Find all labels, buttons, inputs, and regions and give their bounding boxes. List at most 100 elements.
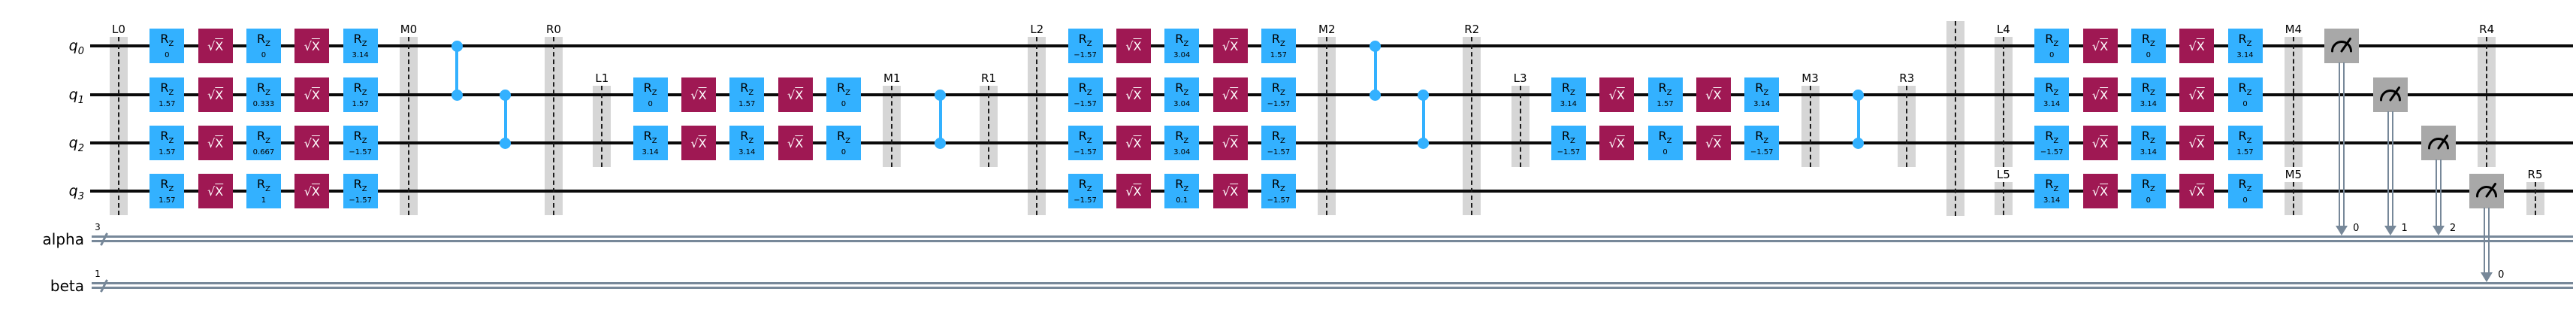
cz-control-dot bbox=[1853, 137, 1865, 149]
rz-letter: R bbox=[160, 128, 169, 143]
sqrt-x-gate-symbol: √X bbox=[2189, 137, 2205, 150]
cz-control-dot bbox=[451, 40, 463, 52]
barrier-dashed-line bbox=[118, 37, 119, 215]
rz-subscript: Z bbox=[1666, 89, 1672, 98]
rz-letter: R bbox=[1561, 80, 1571, 95]
sqrt-x-gate: √X bbox=[2179, 174, 2215, 208]
rz-angle-value: 0 bbox=[2049, 51, 2055, 60]
rz-subscript: Z bbox=[2149, 40, 2155, 49]
rz-subscript: Z bbox=[1763, 137, 1769, 146]
sqrt-argument: X bbox=[1713, 87, 1722, 102]
rz-letter: R bbox=[256, 80, 266, 95]
rz-angle-value: 3.14 bbox=[2140, 148, 2157, 157]
sqrt-x-gate-symbol: √X bbox=[304, 137, 320, 150]
sqrt-x-gate-symbol: √X bbox=[1125, 40, 1141, 53]
rz-gate-symbol: RZ bbox=[1272, 178, 1285, 196]
sqrt-argument: X bbox=[311, 87, 320, 102]
measure-gate bbox=[2420, 126, 2456, 160]
sqrt-x-gate: √X bbox=[2179, 29, 2215, 63]
barrier-label-M0: M0 bbox=[400, 23, 418, 36]
rz-subscript: Z bbox=[2053, 137, 2059, 146]
rz-angle-value: 3.14 bbox=[2236, 51, 2254, 60]
rz-angle-value: 0.333 bbox=[252, 100, 275, 109]
sqrt-sign: √ bbox=[304, 38, 312, 53]
measure-arrow-head bbox=[2481, 272, 2493, 282]
barrier-label-L2: L2 bbox=[1030, 23, 1044, 36]
sqrt-x-gate: √X bbox=[198, 29, 233, 63]
barrier-label-R5: R5 bbox=[2527, 168, 2543, 181]
rz-angle-value: 0 bbox=[2146, 196, 2152, 205]
rz-subscript: Z bbox=[1086, 40, 1092, 49]
sqrt-x-gate: √X bbox=[1696, 126, 1731, 160]
measure-gauge-icon bbox=[2331, 38, 2353, 53]
barrier-label-M3: M3 bbox=[1801, 71, 1819, 85]
rz-letter: R bbox=[1561, 128, 1571, 143]
rz-subscript: Z bbox=[361, 185, 367, 194]
rz-gate-symbol: RZ bbox=[2045, 178, 2058, 196]
rz-letter: R bbox=[1078, 80, 1087, 95]
rz-angle-value: 1.57 bbox=[1656, 100, 1674, 109]
rz-letter: R bbox=[2238, 31, 2247, 46]
sqrt-sign: √ bbox=[1222, 87, 1231, 102]
rz-gate-symbol: RZ bbox=[257, 81, 270, 99]
rz-gate-symbol: RZ bbox=[1175, 178, 1188, 196]
sqrt-sign: √ bbox=[2188, 135, 2197, 150]
sqrt-x-gate-symbol: √X bbox=[304, 89, 320, 102]
sqrt-x-gate: √X bbox=[1213, 126, 1248, 160]
rz-subscript: Z bbox=[2149, 137, 2155, 146]
rz-angle-value: 3.14 bbox=[2043, 196, 2061, 205]
rz-gate-symbol: RZ bbox=[740, 81, 753, 99]
sqrt-x-gate: √X bbox=[198, 126, 233, 160]
rz-angle-value: 1.57 bbox=[159, 100, 176, 109]
rz-subscript: Z bbox=[265, 40, 270, 49]
barrier-label-M1: M1 bbox=[883, 71, 901, 85]
sqrt-argument: X bbox=[1713, 135, 1722, 150]
sqrt-sign: √ bbox=[1608, 87, 1617, 102]
sqrt-x-gate: √X bbox=[1116, 174, 1151, 208]
sqrt-x-gate-symbol: √X bbox=[690, 137, 706, 150]
measure-gate bbox=[2324, 29, 2360, 63]
rz-angle-value: −1.57 bbox=[1750, 148, 1774, 157]
barrier-dashed-line bbox=[1036, 37, 1038, 215]
rz-letter: R bbox=[643, 80, 652, 95]
rz-gate: RZ−1.57 bbox=[1261, 77, 1296, 112]
sqrt-x-gate-symbol: √X bbox=[207, 137, 223, 150]
cz-control-dot bbox=[1418, 89, 1430, 101]
rz-letter: R bbox=[256, 176, 266, 191]
rz-letter: R bbox=[2238, 176, 2247, 191]
sqrt-sign: √ bbox=[1125, 184, 1134, 199]
sqrt-x-gate-symbol: √X bbox=[207, 40, 223, 53]
rz-gate: RZ−1.57 bbox=[1261, 126, 1296, 160]
sqrt-sign: √ bbox=[207, 184, 216, 199]
cz-control-dot bbox=[1853, 89, 1865, 101]
qubit-label-subscript: 2 bbox=[77, 142, 84, 154]
barrier-dashed-line bbox=[1326, 37, 1328, 215]
rz-subscript: Z bbox=[1183, 40, 1189, 49]
rz-subscript: Z bbox=[1570, 89, 1575, 98]
rz-gate-symbol: RZ bbox=[1079, 129, 1092, 147]
sqrt-argument: X bbox=[2100, 184, 2109, 199]
bus-width-label: 1 bbox=[95, 268, 101, 279]
classical-register-label-alpha: alpha bbox=[42, 229, 84, 248]
rz-subscript: Z bbox=[168, 89, 174, 98]
rz-angle-value: 1.57 bbox=[1270, 51, 1288, 60]
rz-angle-value: 1 bbox=[261, 196, 267, 205]
barrier-dashed-line bbox=[987, 86, 989, 167]
rz-angle-value: −1.57 bbox=[2040, 148, 2064, 157]
barrier-label-M2: M2 bbox=[1318, 23, 1336, 36]
rz-subscript: Z bbox=[845, 89, 850, 98]
qubit-label-text: q bbox=[68, 38, 78, 54]
sqrt-x-gate: √X bbox=[2082, 77, 2118, 112]
